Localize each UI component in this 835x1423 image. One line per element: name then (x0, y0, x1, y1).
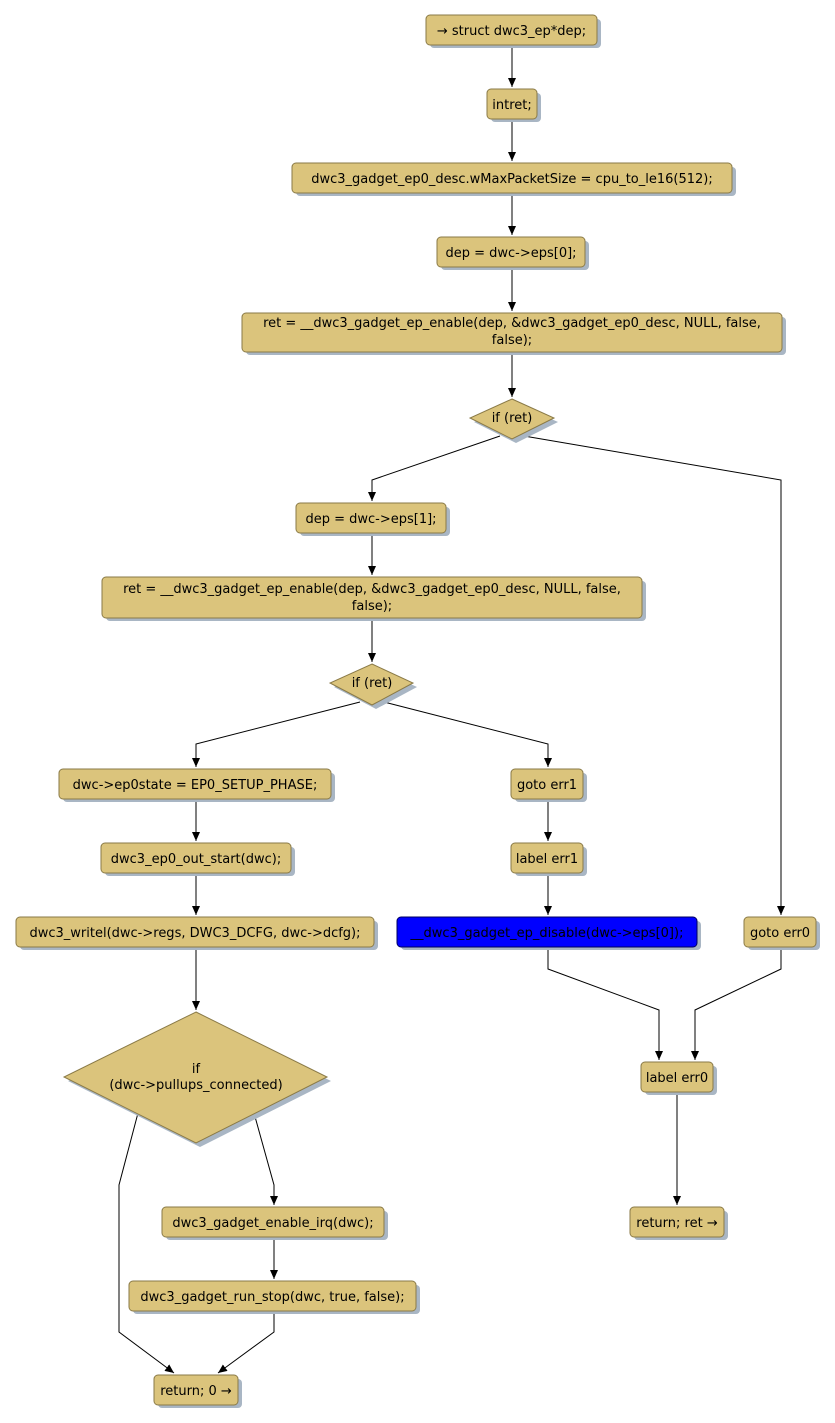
node-ep-enable-0-line2: false); (492, 333, 532, 348)
node-enable-irq: dwc3_gadget_enable_irq(dwc); (161, 1206, 388, 1240)
edge-d2-n8 (192, 701, 361, 767)
node-ep-disable-highlighted: __dwc3_gadget_ep_disable(dwc->eps[0]); (396, 916, 701, 950)
decision-if-ret-1: if (ret) (468, 398, 558, 443)
edge-d1-n17 (523, 435, 785, 915)
node-ep-enable-0-line1: ret = __dwc3_gadget_ep_enable(dep, &dwc3… (263, 316, 761, 331)
node-return-ret: return; ret → (629, 1206, 728, 1240)
node-goto-err0: goto err0 (743, 916, 820, 950)
node-run-stop: dwc3_gadget_run_stop(dwc, true, false); (128, 1280, 420, 1314)
node-ep-enable-0: ret = __dwc3_gadget_ep_enable(dep, &dwc3… (241, 312, 786, 355)
edges (118, 45, 785, 1374)
edge-n17-n18 (691, 947, 782, 1060)
node-ep0state-label: dwc->ep0state = EP0_SETUP_PHASE; (73, 778, 318, 793)
node-goto-err1: goto err1 (510, 768, 587, 802)
node-dep-eps1-label: dep = dwc->eps[1]; (305, 512, 436, 527)
node-wmaxpacketsize: dwc3_gadget_ep0_desc.wMaxPacketSize = cp… (291, 162, 736, 196)
node-dep-eps0: dep = dwc->eps[0]; (436, 236, 589, 270)
node-label-err1-label: label err1 (516, 852, 578, 867)
node-label-err0: label err0 (640, 1061, 717, 1095)
node-intret: intret; (486, 88, 541, 122)
node-writel-label: dwc3_writel(dwc->regs, DWC3_DCFG, dwc->d… (29, 926, 360, 941)
node-struct-decl-label: → struct dwc3_ep*dep; (437, 24, 586, 39)
node-dep-eps0-label: dep = dwc->eps[0]; (445, 246, 576, 261)
decision-pullups-connected-line1: if (192, 1062, 201, 1077)
node-ep0-out-start-label: dwc3_ep0_out_start(dwc); (111, 852, 281, 867)
decision-pullups-connected: if (dwc->pullups_connected) (62, 1011, 331, 1147)
edge-d2-n14 (383, 701, 552, 767)
node-run-stop-label: dwc3_gadget_run_stop(dwc, true, false); (140, 1290, 404, 1305)
decision-if-ret-1-label: if (ret) (492, 411, 533, 426)
node-label-err0-label: label err0 (646, 1071, 708, 1086)
node-wmaxpacketsize-label: dwc3_gadget_ep0_desc.wMaxPacketSize = cp… (311, 172, 713, 187)
node-ep0state: dwc->ep0state = EP0_SETUP_PHASE; (58, 768, 335, 802)
node-dep-eps1: dep = dwc->eps[1]; (295, 502, 450, 536)
edge-n12-n13 (217, 1311, 275, 1374)
node-goto-err1-label: goto err1 (517, 778, 577, 793)
node-ep-enable-1: ret = __dwc3_gadget_ep_enable(dep, &dwc3… (101, 576, 646, 621)
node-label-err1: label err1 (510, 842, 587, 876)
edge-n16-n18 (547, 947, 663, 1060)
node-enable-irq-label: dwc3_gadget_enable_irq(dwc); (172, 1216, 373, 1231)
node-ep-enable-1-line2: false); (352, 599, 392, 614)
decision-if-ret-2-label: if (ret) (352, 676, 393, 691)
decision-if-ret-2: if (ret) (328, 663, 417, 709)
node-ep0-out-start: dwc3_ep0_out_start(dwc); (100, 842, 295, 876)
node-return-0: return; 0 → (153, 1374, 242, 1408)
node-return-0-label: return; 0 → (160, 1384, 232, 1399)
node-intret-label: intret; (492, 98, 531, 113)
node-struct-decl: → struct dwc3_ep*dep; (425, 14, 601, 48)
decision-pullups-connected-line2: (dwc->pullups_connected) (109, 1078, 282, 1093)
node-goto-err0-label: goto err0 (750, 926, 810, 941)
node-return-ret-label: return; ret → (636, 1216, 718, 1231)
node-writel: dwc3_writel(dwc->regs, DWC3_DCFG, dwc->d… (15, 916, 378, 950)
edge-d1-n6 (368, 435, 501, 501)
edge-d3-n13 (118, 1112, 175, 1374)
edge-d3-n11 (253, 1112, 278, 1205)
node-ep-disable-label: __dwc3_gadget_ep_disable(dwc->eps[0]); (410, 926, 684, 941)
node-ep-enable-1-line1: ret = __dwc3_gadget_ep_enable(dep, &dwc3… (123, 582, 621, 597)
